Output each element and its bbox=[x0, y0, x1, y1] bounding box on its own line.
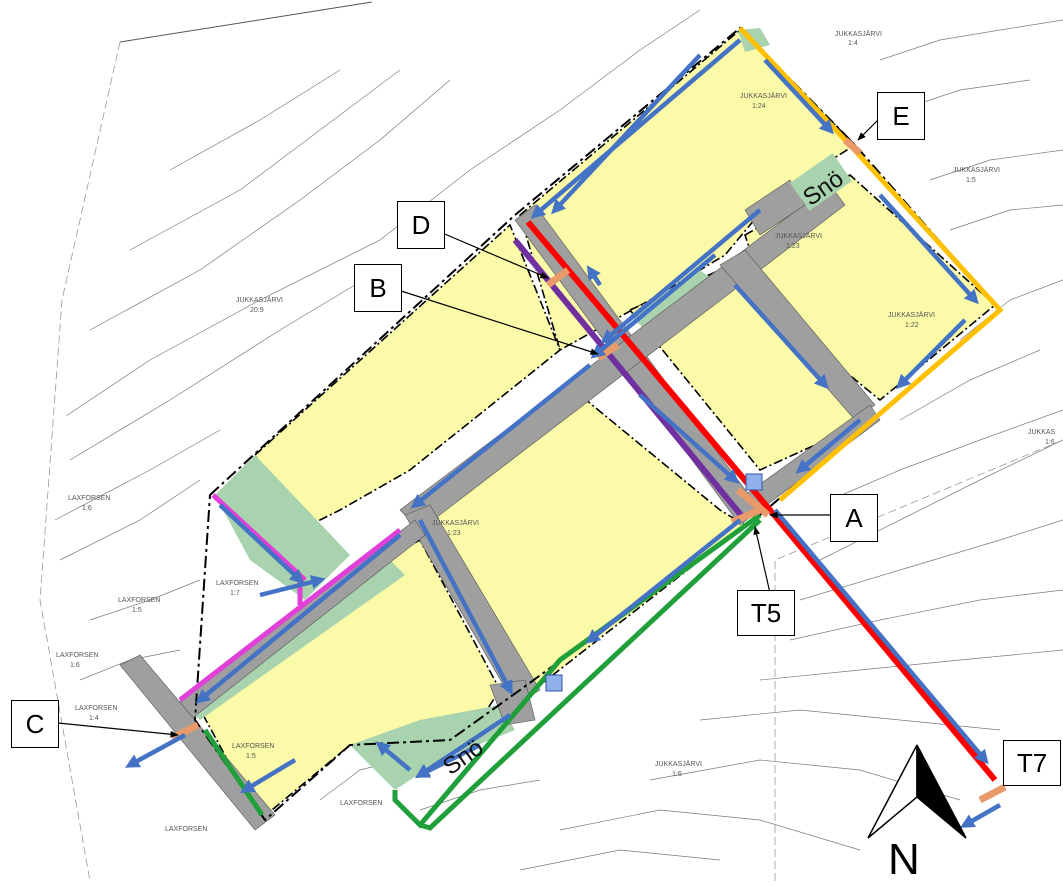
svg-text:JUKKASJÄRVI: JUKKASJÄRVI bbox=[888, 311, 935, 319]
svg-text:JUKKASJÄRVI: JUKKASJÄRVI bbox=[775, 232, 822, 240]
pump-station-south bbox=[545, 674, 563, 692]
callout-t5: T5 bbox=[737, 590, 795, 636]
callout-d: D bbox=[397, 201, 445, 249]
svg-text:LAXFORSEN: LAXFORSEN bbox=[75, 705, 117, 712]
north-arrow-icon bbox=[867, 744, 967, 839]
svg-text:JUKKASJÄRVI: JUKKASJÄRVI bbox=[236, 296, 283, 304]
contour-lines bbox=[54, 9, 1063, 871]
svg-text:LAXFORSEN: LAXFORSEN bbox=[340, 800, 382, 807]
svg-text:JUKKAS: JUKKAS bbox=[1028, 429, 1056, 436]
svg-text:LAXFORSEN: LAXFORSEN bbox=[165, 826, 207, 833]
svg-text:1:24: 1:24 bbox=[752, 103, 766, 110]
svg-text:JUKKASJÄRVI: JUKKASJÄRVI bbox=[432, 519, 479, 527]
leader-lines bbox=[57, 117, 881, 738]
svg-text:1:7: 1:7 bbox=[230, 590, 240, 597]
svg-text:LAXFORSEN: LAXFORSEN bbox=[68, 495, 110, 502]
svg-text:1:4: 1:4 bbox=[89, 715, 99, 722]
svg-text:LAXFORSEN: LAXFORSEN bbox=[232, 743, 274, 750]
purple-line bbox=[512, 238, 748, 522]
svg-text:1:6: 1:6 bbox=[70, 662, 80, 669]
svg-text:1:5: 1:5 bbox=[246, 753, 256, 760]
svg-text:LAXFORSEN: LAXFORSEN bbox=[118, 597, 160, 604]
place-labels: JUKKASJÄRVI 1:4 JUKKASJÄRVI 1:24 JUKKASJ… bbox=[56, 30, 1056, 833]
flow-arrows bbox=[124, 38, 1002, 828]
svg-text:JUKKASJÄRVI: JUKKASJÄRVI bbox=[953, 166, 1000, 174]
callout-t7: T7 bbox=[1003, 740, 1061, 786]
svg-text:1:6: 1:6 bbox=[82, 505, 92, 512]
red-line bbox=[525, 220, 998, 782]
svg-text:1:6: 1:6 bbox=[1045, 439, 1055, 446]
svg-text:1:22: 1:22 bbox=[905, 322, 919, 329]
svg-text:1:4: 1:4 bbox=[848, 40, 858, 47]
svg-text:LAXFORSEN: LAXFORSEN bbox=[216, 580, 258, 587]
magenta-line bbox=[211, 493, 307, 582]
pump-station-a bbox=[745, 473, 763, 491]
callout-c: C bbox=[11, 700, 59, 748]
yellow-plots bbox=[193, 28, 997, 822]
svg-text:JUKKASJÄRVI: JUKKASJÄRVI bbox=[835, 30, 882, 38]
snow-area-upper bbox=[789, 153, 853, 211]
svg-text:1:23: 1:23 bbox=[447, 530, 461, 537]
svg-text:1:5: 1:5 bbox=[132, 607, 142, 614]
svg-text:1:6: 1:6 bbox=[672, 771, 682, 778]
svg-text:LAXFORSEN: LAXFORSEN bbox=[56, 652, 98, 659]
north-label: N bbox=[888, 835, 920, 884]
callout-b: B bbox=[354, 264, 402, 312]
orange-line bbox=[738, 26, 1004, 502]
svg-text:20:9: 20:9 bbox=[250, 307, 264, 314]
callout-e: E bbox=[877, 92, 925, 140]
callout-a: A bbox=[830, 494, 878, 542]
svg-text:1:5: 1:5 bbox=[966, 177, 976, 184]
svg-text:JUKKASJÄRVI: JUKKASJÄRVI bbox=[655, 760, 702, 768]
map-sheet-edge bbox=[119, 1, 373, 43]
svg-text:JUKKASJÄRVI: JUKKASJÄRVI bbox=[740, 92, 787, 100]
svg-text:1:23: 1:23 bbox=[786, 243, 800, 250]
